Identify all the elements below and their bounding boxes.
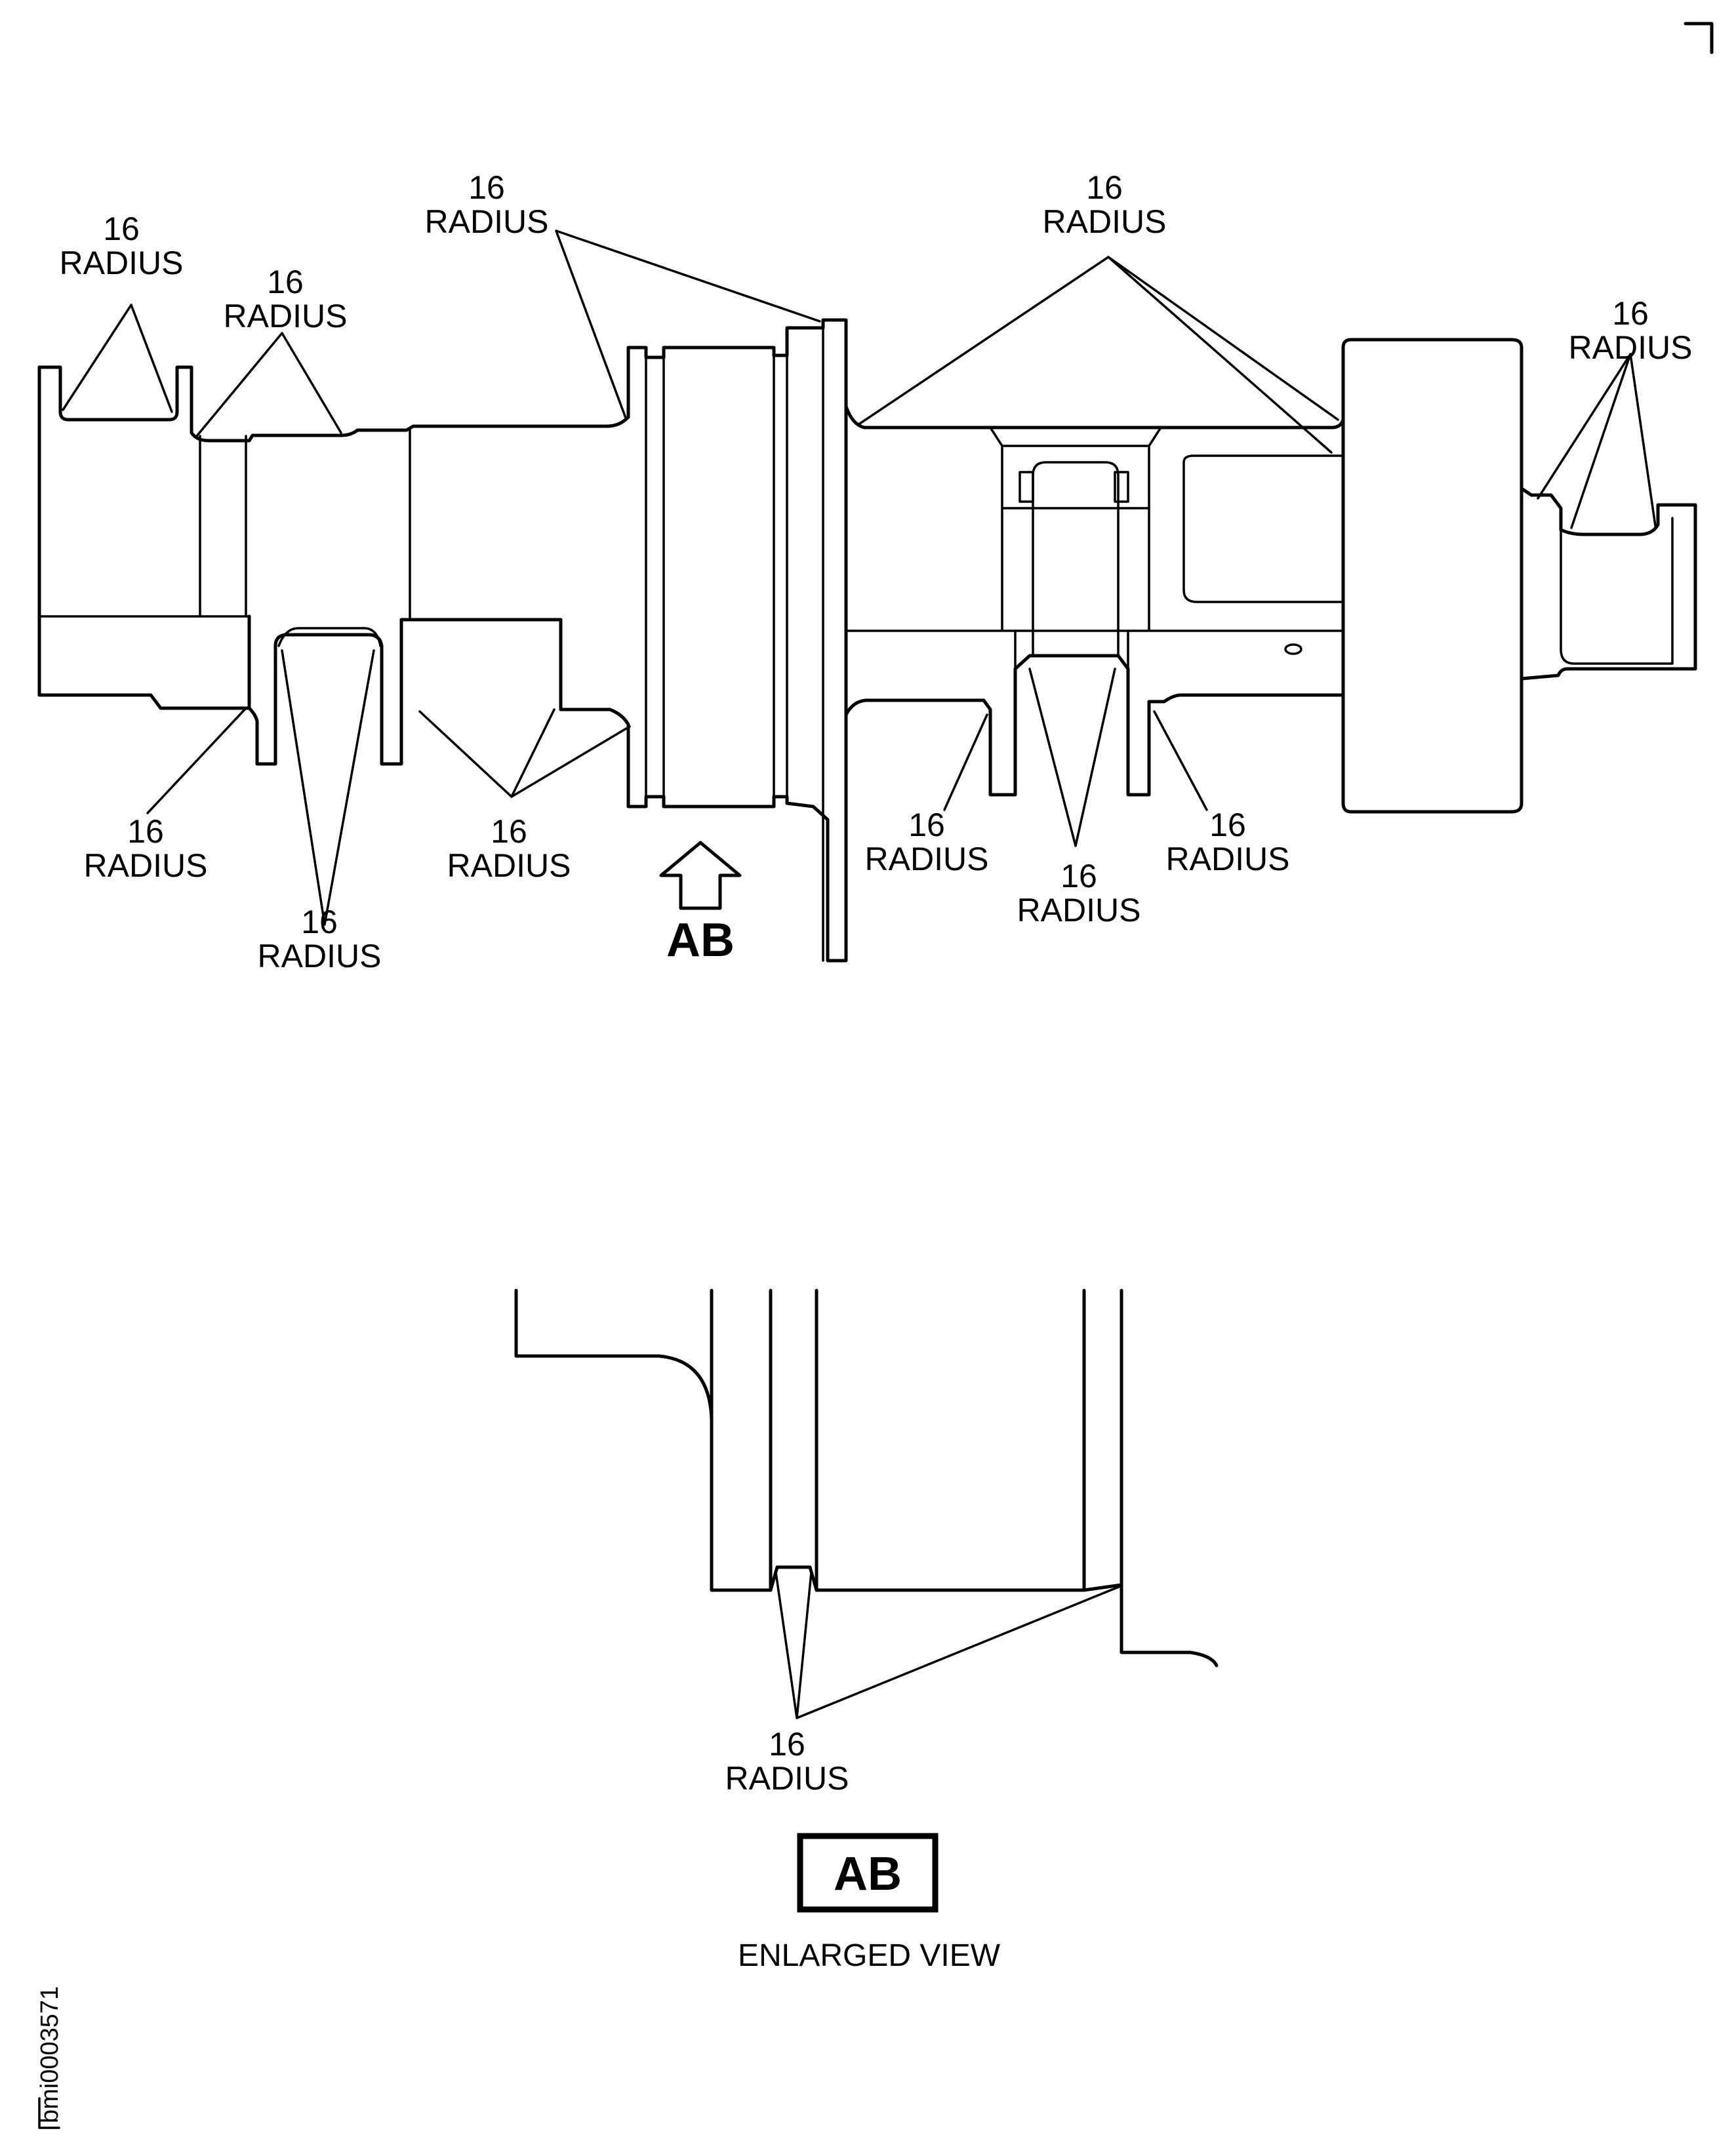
- callout-unit: RADIUS: [1043, 203, 1167, 240]
- figure-id: bmi0003571: [36, 1986, 64, 2129]
- callout-value: 16: [1612, 295, 1649, 332]
- radius-callouts: 16 RADIUS 16 RADIUS 16 RADIUS 16 RADIUS …: [60, 169, 1693, 974]
- view-caption: ENLARGED VIEW: [738, 1938, 1001, 1973]
- callout-unit: RADIUS: [1166, 841, 1290, 877]
- callout-value: 16: [1209, 807, 1246, 843]
- callout-unit: RADIUS: [60, 245, 184, 281]
- callout-value: 16: [127, 813, 164, 850]
- callout-unit: RADIUS: [865, 841, 989, 877]
- figure-id-text: bmi0003571: [36, 1986, 64, 2123]
- callout-unit: RADIUS: [725, 1760, 849, 1797]
- callout-value: 16: [1086, 169, 1123, 206]
- view-label-box: [797, 1833, 939, 1913]
- view-label: AB: [834, 1848, 902, 1900]
- callout-unit: RADIUS: [1017, 892, 1141, 929]
- callout-unit: RADIUS: [258, 938, 382, 974]
- view-arrow-ab: AB: [659, 841, 742, 967]
- callout-unit: RADIUS: [447, 847, 571, 884]
- callout-value: 16: [103, 210, 140, 247]
- callout-value: 16: [491, 813, 527, 850]
- callout-unit: RADIUS: [425, 203, 549, 240]
- callout-value: 16: [769, 1726, 805, 1763]
- callout-value: 16: [267, 264, 304, 300]
- callout-unit: RADIUS: [1569, 329, 1693, 366]
- corner-mark-top-right: [1684, 22, 1714, 54]
- part-side-view: [37, 318, 1697, 963]
- callout-value: 16: [908, 807, 945, 843]
- callout-value: 16: [468, 169, 505, 206]
- radius-leader-lines: [62, 230, 1657, 926]
- callout-value: 16: [1060, 858, 1097, 894]
- view-arrow-letter: AB: [666, 914, 735, 967]
- callout-unit: RADIUS: [84, 847, 208, 884]
- callout-value: 16: [301, 904, 338, 940]
- callout-unit: RADIUS: [224, 298, 348, 334]
- enlarged-view-ab: 16 RADIUS AB ENLARGED VIEW: [514, 1288, 1219, 1973]
